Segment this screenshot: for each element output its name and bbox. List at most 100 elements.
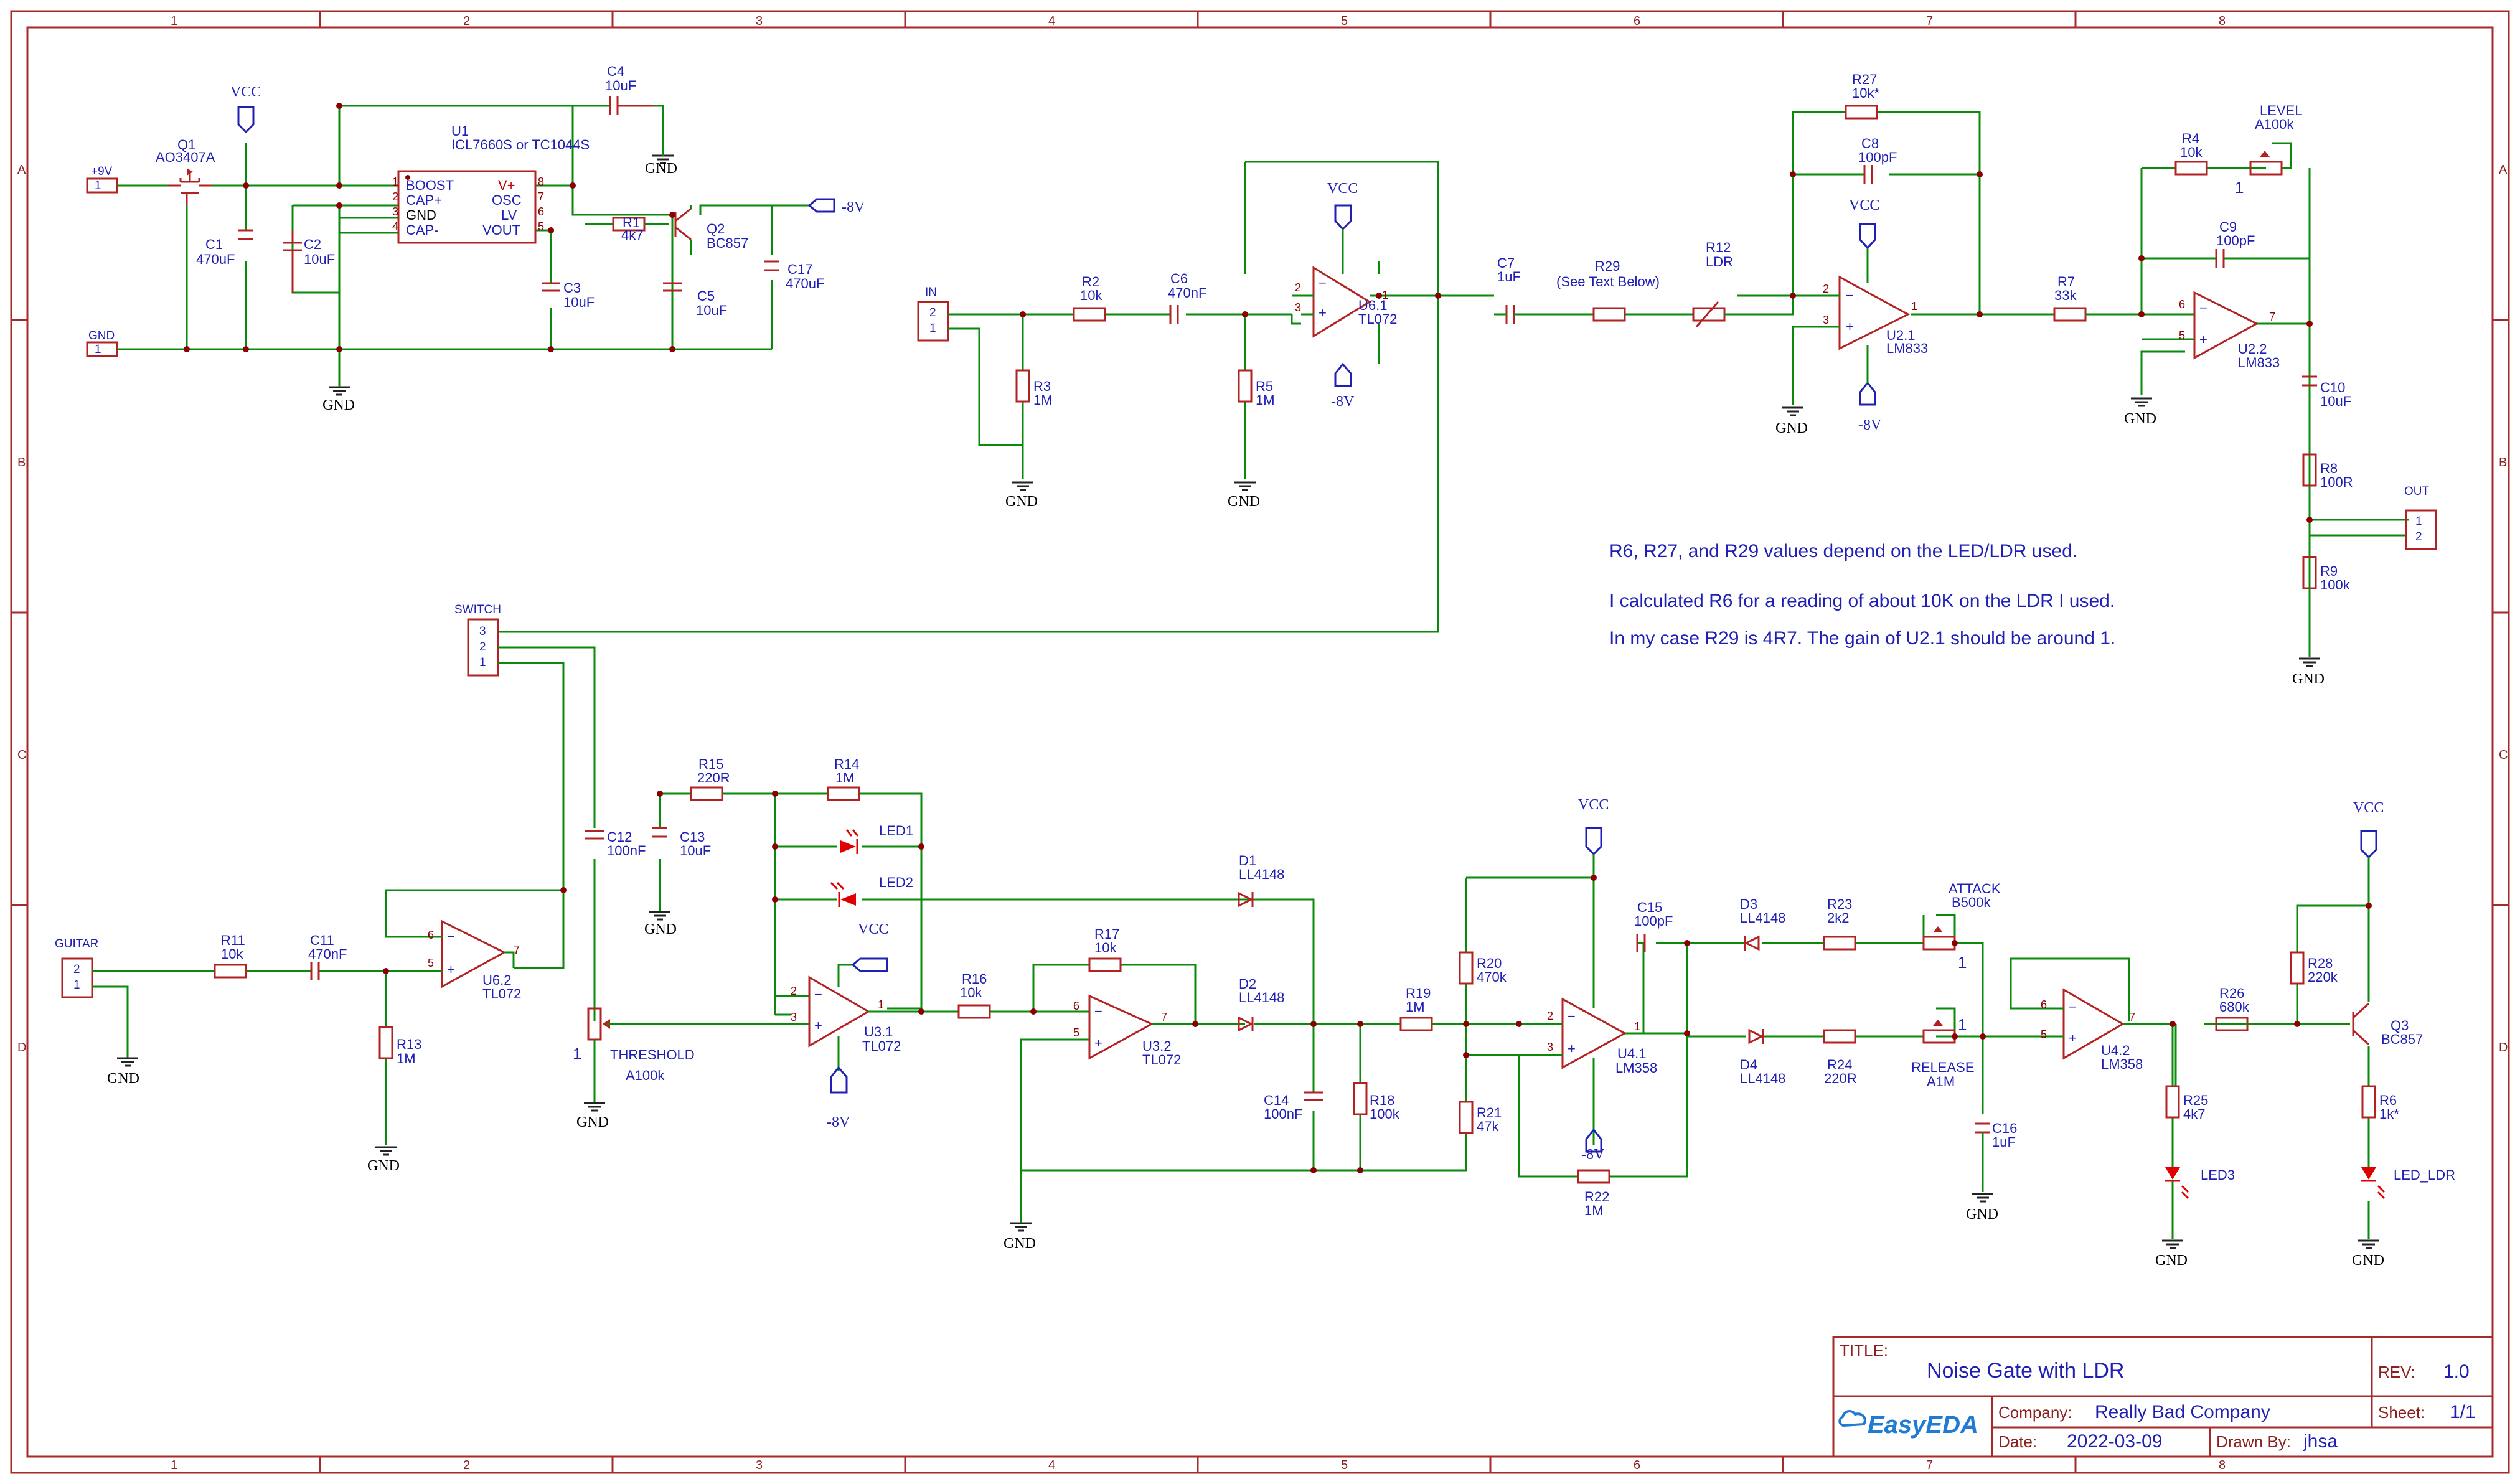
d1-diode: D1 LL4148 — [1238, 853, 1284, 908]
connector-out-pin2: 2 — [2415, 530, 2422, 543]
c13-capacitor — [652, 827, 667, 838]
design-notes: R6, R27, and R29 values depend on the LE… — [1609, 541, 2115, 649]
u1-pin-osc: OSC — [492, 192, 522, 208]
c12-ref: C12 — [607, 829, 632, 845]
d2-diode: D2 LL4148 — [1238, 976, 1284, 1032]
junction-dot — [1357, 1021, 1363, 1027]
r9-ref: R9 — [2320, 563, 2338, 579]
led-ldr-ref: LED_LDR — [2394, 1167, 2455, 1183]
u1-num-7: 7 — [538, 190, 544, 203]
drawn-value: jhsa — [2303, 1431, 2338, 1452]
r5-resistor — [1238, 369, 1253, 403]
junction-dot — [184, 346, 190, 352]
r4-ref: R4 — [2182, 131, 2199, 146]
r2-ref: R2 — [1082, 274, 1099, 289]
r15-resistor — [690, 786, 723, 801]
frame-row-right-A: A — [2499, 163, 2508, 177]
c1-capacitor: C1 470uF — [196, 229, 253, 267]
frame-column-bottom-3: 3 — [756, 1458, 763, 1472]
note-line-3: In my case R29 is 4R7. The gain of U2.1 … — [1609, 628, 2115, 649]
c3-capacitor: C3 10uF — [542, 280, 595, 310]
junction-dot — [2138, 311, 2145, 317]
r17-resistor — [1088, 957, 1122, 972]
junction-dot — [2306, 321, 2313, 327]
frame-row-left-C: C — [17, 748, 26, 762]
r21-ref: R21 — [1477, 1105, 1502, 1120]
u4-1-neg8v-label: -8V — [1581, 1147, 1605, 1163]
junction-dot — [1463, 1052, 1469, 1058]
connector-out — [2405, 509, 2437, 550]
connector-in-pin2: 2 — [929, 306, 936, 319]
junction-dot — [243, 182, 249, 189]
frame-column-top-2: 2 — [463, 14, 470, 28]
r24-value: 220R — [1824, 1071, 1857, 1086]
u6-2-minus: − — [447, 929, 455, 944]
threshold-potentiometer: THRESHOLD A100k 1 — [573, 1007, 791, 1102]
u1-pin-gnd: GND — [406, 207, 436, 223]
threshold-ref: THRESHOLD — [610, 1047, 695, 1063]
led1: LED1 — [840, 823, 913, 854]
u2-2-pin5: 5 — [2179, 329, 2185, 342]
r12-ldr — [1692, 307, 1726, 322]
r1-value: 4k7 — [621, 227, 643, 243]
gnd-label-r5: GND — [1228, 494, 1260, 510]
gnd-label-led3: GND — [2155, 1252, 2188, 1269]
c3-ref: C3 — [563, 280, 581, 296]
gnd-label-c13: GND — [644, 921, 677, 937]
r7-ref: R7 — [2057, 274, 2075, 289]
junction-dot — [1463, 1021, 1469, 1027]
c3-value: 10uF — [563, 294, 595, 310]
frame-column-bottom-8: 8 — [2219, 1458, 2226, 1472]
r1-ref: R1 — [623, 215, 640, 230]
u1-num-6: 6 — [538, 205, 544, 218]
junction-dot — [1684, 940, 1690, 946]
junction-dot — [772, 791, 778, 797]
u4-2-opamp: − + 6 5 7 U4.2 LM358 — [2041, 988, 2143, 1072]
vcc-label-q3: VCC — [2353, 800, 2384, 816]
r7-value: 33k — [2054, 288, 2077, 303]
gnd-label-led-ldr: GND — [2352, 1252, 2384, 1269]
u2-2-pin6: 6 — [2179, 298, 2185, 311]
r8-resistor — [2302, 453, 2317, 487]
junction-dot — [1310, 1167, 1317, 1173]
frame-column-bottom-2: 2 — [463, 1458, 470, 1472]
c6-value: 470nF — [1168, 285, 1206, 301]
u6-1-minus: − — [1319, 275, 1327, 291]
switch-pin3: 3 — [479, 625, 486, 638]
u3-2-value: TL072 — [1142, 1052, 1181, 1068]
r13-value: 1M — [397, 1051, 416, 1066]
connector-gnd-label: GND — [88, 329, 115, 342]
note-line-1: R6, R27, and R29 values depend on the LE… — [1609, 541, 2077, 561]
r28-ref: R28 — [2308, 956, 2333, 971]
u4-1-pin3: 3 — [1547, 1041, 1553, 1053]
u6-2-value: TL072 — [482, 986, 521, 1002]
gnd-symbol-c13: GND — [644, 911, 677, 937]
d1-value: LL4148 — [1239, 866, 1284, 882]
u2-2-opamp: − + 6 5 7 U2.2 LM833 — [2179, 291, 2280, 370]
c9-capacitor — [2215, 249, 2225, 268]
u4-1-value: LM358 — [1615, 1060, 1657, 1076]
junction-dot — [1790, 293, 1796, 299]
c11-value: 470nF — [308, 946, 347, 962]
d1-ref: D1 — [1239, 853, 1256, 868]
r8-ref: R8 — [2320, 461, 2338, 476]
u3-1-pin3: 3 — [791, 1011, 797, 1023]
c1-ref: C1 — [205, 237, 223, 252]
u2-1-pin3: 3 — [1823, 314, 1829, 326]
u1-num-8: 8 — [538, 176, 544, 188]
attack-value: B500k — [1952, 895, 1991, 910]
vcc-flag-q3: VCC — [2353, 800, 2384, 875]
connector-gnd — [86, 341, 118, 357]
u1-num-1: 1 — [392, 176, 398, 188]
c12-value: 100nF — [607, 843, 646, 858]
gnd-label-guitar: GND — [107, 1071, 139, 1087]
u3-1-value: TL072 — [862, 1038, 901, 1054]
guitar-pin1: 1 — [73, 979, 80, 992]
r6-value: 1k* — [2379, 1106, 2399, 1122]
release-ref: RELEASE — [1911, 1059, 1975, 1075]
u3-1-ref: U3.1 — [864, 1024, 893, 1040]
c9-ref: C9 — [2219, 219, 2237, 235]
r20-resistor — [1459, 951, 1474, 985]
frame-row-right-C: C — [2499, 748, 2508, 762]
